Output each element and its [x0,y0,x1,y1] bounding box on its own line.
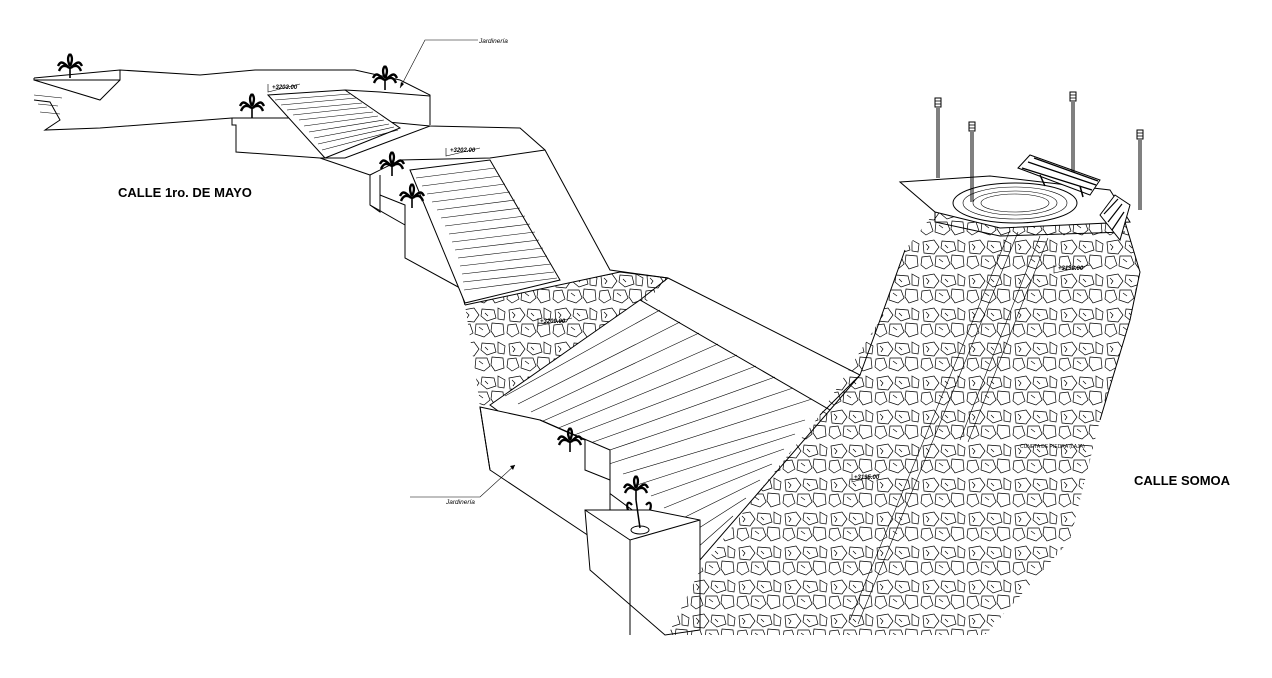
level-label: +3195.00 [854,475,880,481]
level-label: +3200.00 [540,319,566,325]
level-label: +3203.00 [272,85,298,91]
level-label: +3198.00 [1058,266,1084,272]
tree-icon [238,92,266,120]
planter-top-leader [399,39,478,89]
planter-label-top: Jardinería [478,38,508,45]
level-markers [267,83,1091,483]
upper-stair-flight [266,89,402,159]
lamp-post-icon [934,97,942,179]
lamp-post-icon [1136,129,1144,211]
lamp-post-icon [1069,91,1077,173]
level-label: +3202.00 [450,148,476,154]
bench-icon [1017,154,1131,242]
street-label-left: CALLE 1ro. DE MAYO [118,185,252,200]
planter-label-bottom: Jardinería [445,499,475,506]
lower-planter-walls [479,406,701,636]
stone-note: CUNETA DE PIEDRA (LAJA) [1020,444,1085,450]
planter-pot [626,499,652,535]
street-label-right: CALLE SOMOA [1134,473,1231,488]
tree-icon [378,150,406,178]
tree-icon [371,64,399,92]
top-plaza [898,175,1131,237]
middle-stair-flight [409,159,561,304]
lower-stair-flight [489,277,861,561]
tree-icon [56,52,84,80]
planter-bottom-leader [410,464,516,498]
